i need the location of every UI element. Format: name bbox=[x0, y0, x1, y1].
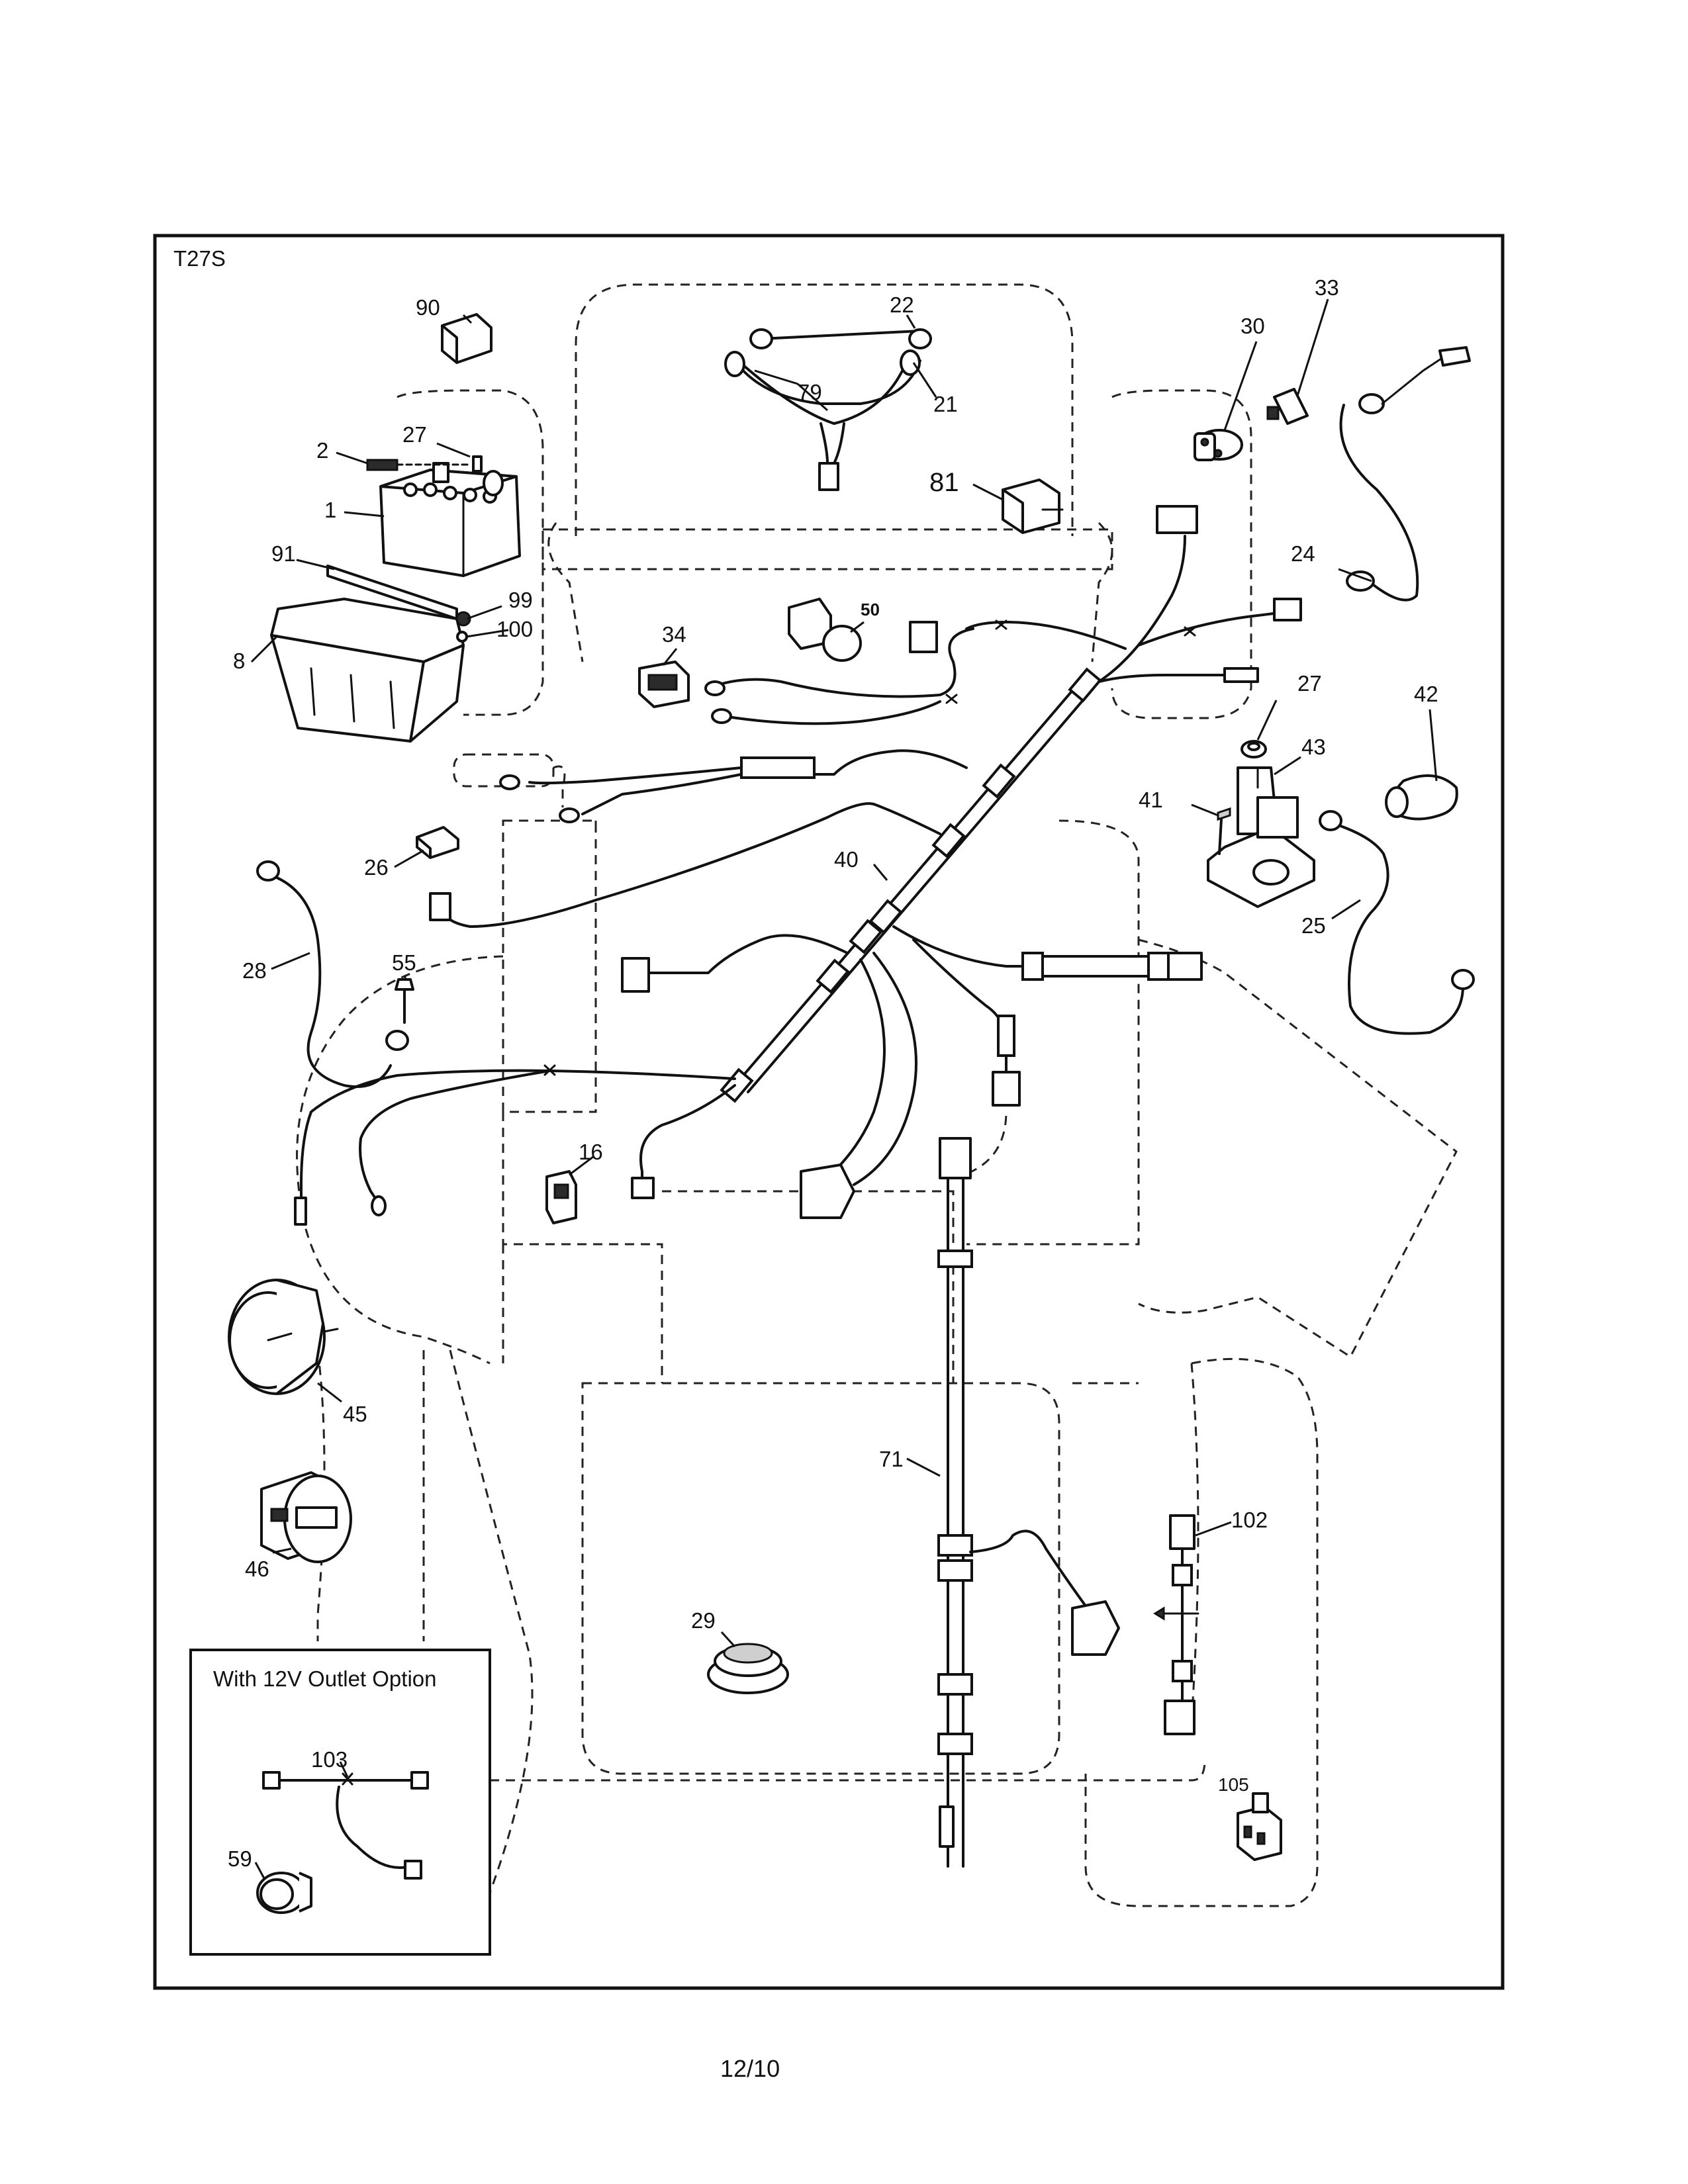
part-43-solenoid bbox=[1207, 766, 1315, 908]
callout-21: 21 bbox=[933, 392, 958, 416]
callout-79: 79 bbox=[798, 380, 822, 404]
callout-99: 99 bbox=[508, 588, 533, 612]
callout-25: 25 bbox=[1301, 913, 1326, 938]
part-90-clip bbox=[441, 313, 492, 364]
callout-24: 24 bbox=[1291, 541, 1315, 566]
callout-28: 28 bbox=[242, 958, 267, 983]
callout-2: 2 bbox=[316, 438, 328, 463]
callout-8: 8 bbox=[233, 649, 245, 673]
callout-90: 90 bbox=[416, 295, 440, 320]
part-45-gauge bbox=[228, 1279, 339, 1395]
callout-30: 30 bbox=[1241, 314, 1265, 338]
part-102-harness bbox=[1153, 1514, 1199, 1735]
part-41-bolt bbox=[1217, 807, 1231, 855]
callout-105: 105 bbox=[1218, 1774, 1249, 1795]
callout-40: 40 bbox=[834, 847, 859, 872]
callout-33: 33 bbox=[1315, 275, 1339, 300]
part-81-relay bbox=[1002, 478, 1064, 534]
inset-title: With 12V Outlet Option bbox=[213, 1666, 437, 1691]
callout-103: 103 bbox=[311, 1747, 348, 1772]
part-25-cable bbox=[1319, 810, 1475, 1035]
part-16-connector bbox=[545, 1170, 577, 1224]
battery-tray bbox=[270, 598, 471, 743]
part-46-hour-meter bbox=[260, 1471, 352, 1563]
leader-lines bbox=[250, 298, 1438, 1880]
battery bbox=[379, 455, 521, 577]
callout-100: 100 bbox=[496, 617, 533, 641]
callout-46: 46 bbox=[245, 1557, 269, 1581]
part-55-bolt bbox=[395, 978, 414, 1024]
headlight-harness bbox=[724, 328, 932, 491]
part-28-cable bbox=[256, 860, 409, 1088]
callout-27a: 27 bbox=[402, 422, 427, 447]
callout-27b: 27 bbox=[1297, 671, 1322, 696]
callout-59: 59 bbox=[228, 1846, 252, 1871]
part-105-switch bbox=[1237, 1792, 1282, 1861]
outlet-option-inset: With 12V Outlet Option bbox=[189, 1649, 491, 1956]
part-42-terminal-boot bbox=[1385, 774, 1458, 821]
callout-16: 16 bbox=[579, 1140, 603, 1164]
callout-42: 42 bbox=[1414, 682, 1438, 706]
part-30-ignition-switch bbox=[1194, 429, 1243, 461]
part-71-harness bbox=[937, 1137, 1120, 1868]
part-29-grommet bbox=[707, 1643, 789, 1694]
callout-29: 29 bbox=[691, 1608, 716, 1633]
battery-bolt bbox=[366, 459, 471, 471]
callout-50: 50 bbox=[861, 600, 880, 619]
callout-22: 22 bbox=[890, 293, 914, 317]
part-50-switch bbox=[788, 598, 938, 662]
part-26-fuse bbox=[416, 826, 459, 859]
model-code: T27S bbox=[173, 246, 226, 271]
callout-71: 71 bbox=[879, 1447, 904, 1471]
callout-102: 102 bbox=[1231, 1508, 1268, 1532]
callout-81: 81 bbox=[929, 468, 959, 497]
callout-91: 91 bbox=[271, 541, 296, 566]
footer-date: 12/10 bbox=[720, 2055, 780, 2082]
part-40-main-harness bbox=[294, 505, 1302, 1226]
callout-labels: 90 22 79 21 33 30 2 27 1 81 91 99 100 8 … bbox=[228, 275, 1438, 1871]
callout-55: 55 bbox=[392, 950, 416, 975]
callout-26: 26 bbox=[364, 855, 389, 880]
callout-45: 45 bbox=[343, 1402, 367, 1426]
part-27-nut bbox=[1241, 740, 1267, 758]
callout-1: 1 bbox=[324, 498, 336, 522]
diagram-frame bbox=[153, 234, 1505, 1990]
callout-43: 43 bbox=[1301, 735, 1326, 759]
part-33-key bbox=[1266, 388, 1309, 425]
chassis-outline bbox=[296, 283, 1458, 1907]
callout-34: 34 bbox=[662, 622, 686, 647]
part-34-switch bbox=[638, 660, 690, 708]
part-24-cable bbox=[1339, 346, 1471, 602]
callout-41: 41 bbox=[1139, 788, 1163, 812]
